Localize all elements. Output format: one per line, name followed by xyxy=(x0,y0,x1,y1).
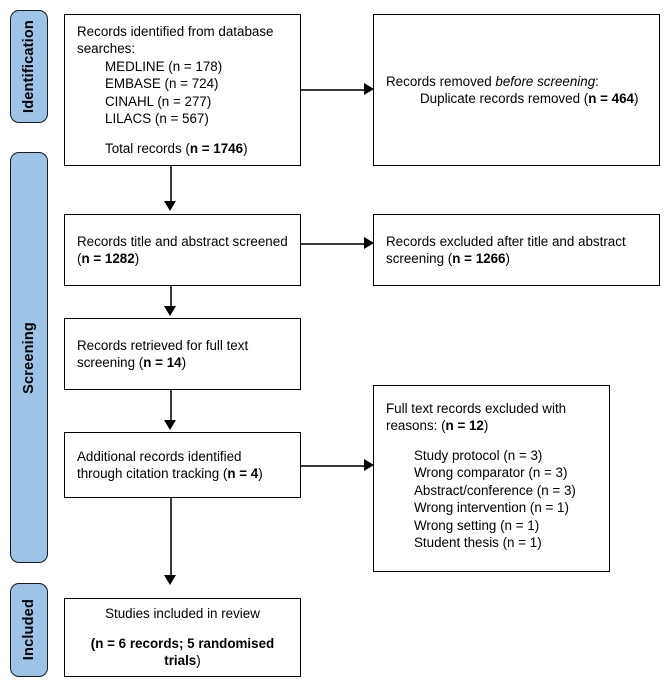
records-identified-heading: Records identified from database searche… xyxy=(77,24,274,57)
records-identified-total: Total records (n = 1746) xyxy=(105,140,248,156)
connector-identified-to-screened xyxy=(170,166,172,202)
connector-screened-to-retrieved xyxy=(170,286,172,307)
source-cinahl: CINAHL (n = 277) xyxy=(105,93,212,109)
full-text-retrieved-text: Records retrieved for full text screenin… xyxy=(77,337,249,370)
studies-included-counts: (n = 6 records; 5 randomised trials) xyxy=(90,635,275,669)
connector-citation-to-fulltext-excluded xyxy=(301,465,365,467)
excluded-title-abstract-count: n = 1266 xyxy=(452,251,506,266)
studies-included-heading: Studies included in review xyxy=(105,606,260,622)
arrowhead-down-icon xyxy=(164,201,176,211)
reason-wrong-intervention: Wrong intervention (n = 1) xyxy=(414,500,569,516)
excluded-title-abstract-text: Records excluded after title and abstrac… xyxy=(386,233,626,266)
source-lilacs: LILACS (n = 567) xyxy=(105,111,209,127)
full-text-excluded-heading: Full text records excluded with reasons:… xyxy=(386,401,567,434)
citation-tracking-text: Additional records identified through ci… xyxy=(77,448,263,481)
arrowhead-down-icon xyxy=(164,420,176,430)
box-title-abstract-screened: Records title and abstract screened (n =… xyxy=(64,214,301,286)
arrowhead-down-icon xyxy=(164,306,176,316)
arrowhead-right-icon xyxy=(364,83,374,95)
reason-student-thesis: Student thesis (n = 1) xyxy=(414,534,542,550)
title-abstract-screened-text: Records title and abstract screened (n =… xyxy=(77,233,288,266)
before-screening-emphasis: before screening xyxy=(495,73,596,89)
stage-bar-identification: Identification xyxy=(10,10,48,123)
box-records-removed-before-screening: Records removed before screening: Duplic… xyxy=(373,14,660,166)
arrowhead-right-icon xyxy=(364,237,374,249)
full-text-retrieved-count: n = 14 xyxy=(143,355,182,370)
stage-label-screening: Screening xyxy=(21,321,37,394)
box-citation-tracking: Additional records identified through ci… xyxy=(64,432,301,498)
spacer xyxy=(73,623,292,635)
box-studies-included: Studies included in review (n = 6 record… xyxy=(64,598,301,677)
connector-retrieved-to-citation xyxy=(170,390,172,421)
reason-study-protocol: Study protocol (n = 3) xyxy=(414,447,543,463)
connector-screened-to-excluded xyxy=(301,243,365,245)
box-full-text-retrieved: Records retrieved for full text screenin… xyxy=(64,318,301,390)
duplicates-count: n = 464 xyxy=(588,91,634,106)
citation-tracking-count: n = 4 xyxy=(227,466,259,481)
title-abstract-screened-count: n = 1282 xyxy=(81,251,135,266)
connector-citation-to-included xyxy=(170,498,172,576)
duplicate-records-removed: Duplicate records removed (n = 464) xyxy=(420,91,639,106)
box-full-text-excluded: Full text records excluded with reasons:… xyxy=(373,385,610,572)
box-excluded-title-abstract: Records excluded after title and abstrac… xyxy=(373,214,660,286)
reason-wrong-comparator: Wrong comparator (n = 3) xyxy=(414,465,568,481)
source-embase: EMBASE (n = 724) xyxy=(105,76,219,92)
stage-label-included: Included xyxy=(21,599,37,661)
arrowhead-down-icon xyxy=(164,575,176,585)
reason-wrong-setting: Wrong setting (n = 1) xyxy=(414,517,540,533)
full-text-excluded-count: n = 12 xyxy=(445,418,484,434)
source-medline: MEDLINE (n = 178) xyxy=(105,58,223,74)
connector-identified-to-removed xyxy=(301,89,365,91)
stage-label-identification: Identification xyxy=(21,19,37,114)
stage-bar-screening: Screening xyxy=(10,152,48,563)
arrowhead-right-icon xyxy=(364,459,374,471)
spacer xyxy=(77,128,290,140)
box-records-identified: Records identified from database searche… xyxy=(64,14,301,166)
total-records-count: n = 1746 xyxy=(189,140,244,156)
stage-bar-included: Included xyxy=(10,583,48,677)
reason-abstract-conference: Abstract/conference (n = 3) xyxy=(414,482,576,498)
spacer xyxy=(386,435,599,447)
records-removed-heading: Records removed before screening: xyxy=(386,73,599,89)
